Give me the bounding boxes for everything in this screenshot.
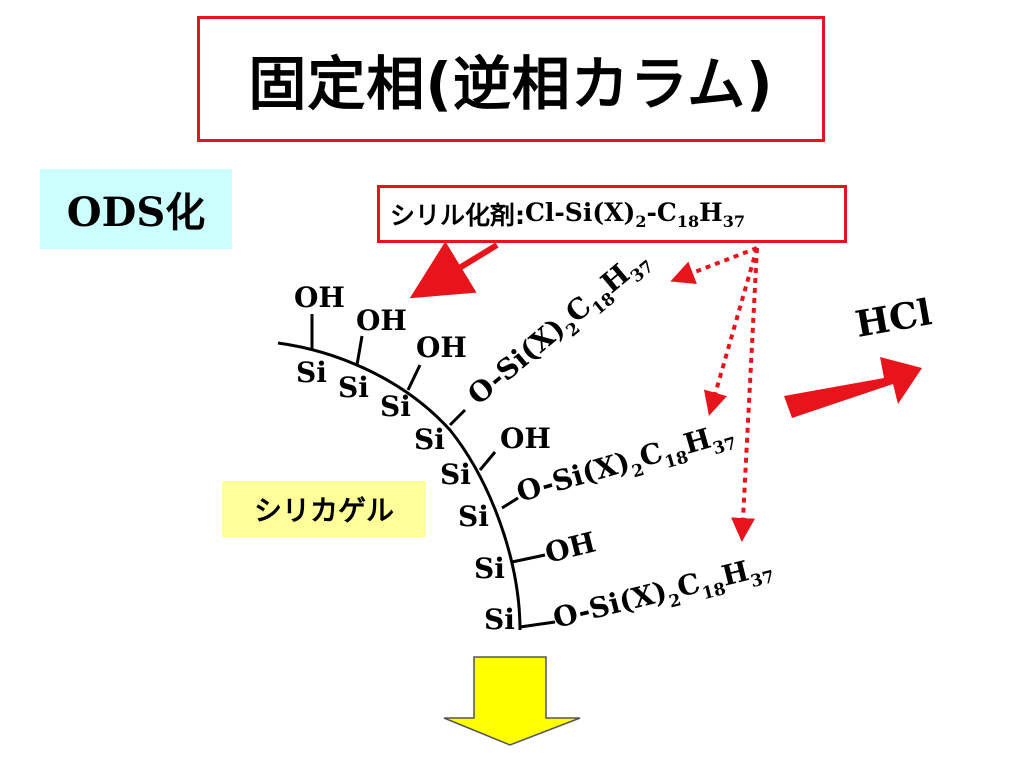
oh-group: OH (416, 331, 467, 364)
silica-label: シリカゲル (253, 494, 394, 527)
silica-surface-curve (277, 341, 522, 631)
chain-sub-37: 37 (749, 567, 777, 592)
si-atom: Si (296, 356, 327, 389)
bonds (310, 314, 556, 629)
reagent-sub-18: 18 (676, 211, 700, 231)
si-atom: Si (380, 390, 411, 423)
hcl-arrow (784, 357, 922, 418)
reagent-box: シリル化剤: Cl-Si(X)2-C18H37 (377, 185, 847, 243)
ods-label: ODS化 (66, 189, 206, 236)
reagent-sub-2: 2 (635, 211, 647, 231)
si-atom: Si (338, 371, 369, 404)
si-atom: Si (440, 458, 471, 491)
ods-label-box: ODS化 (40, 169, 232, 249)
si-atom: Si (458, 500, 489, 533)
chain-sub-37: 37 (711, 434, 739, 460)
chain-sub-2: 2 (667, 590, 683, 612)
chain-prefix: O-Si(X) (461, 311, 571, 411)
oh-group: OH (542, 525, 599, 569)
svg-text:O-Si(X)2C18H37: O-Si(X)2C18H37 (550, 549, 777, 641)
reagent-formula-main: Cl-Si(X) (525, 197, 636, 227)
oh-group: OH (356, 304, 407, 337)
chain-prefix: O-Si(X) (550, 575, 671, 635)
reagent-formula: Cl-Si(X)2-C18H37 (525, 198, 745, 231)
si-atom: Si (414, 423, 445, 456)
si-atoms: Si Si Si Si Si Si Si Si (296, 356, 515, 636)
oh-group: OH (294, 281, 345, 314)
bonded-chain-3: O-Si(X)2C18H37 (550, 549, 777, 641)
down-arrow (443, 656, 581, 746)
silica-label-box: シリカゲル (222, 481, 426, 537)
reagent-arrow (409, 241, 499, 299)
reagent-formula-c: -C (646, 197, 677, 227)
si-atom: Si (474, 552, 505, 585)
dotted-arrows (670, 246, 759, 542)
reagent-sub-37: 37 (722, 211, 745, 231)
si-atom: Si (484, 603, 515, 636)
reagent-label: シリル化剤: (390, 201, 525, 230)
oh-group: OH (500, 422, 551, 455)
hcl-label: HCl (852, 291, 934, 346)
page-title: 固定相(逆相カラム) (248, 50, 774, 118)
svg-text:O-Si(X)2C18H37: O-Si(X)2C18H37 (461, 242, 658, 416)
title-box: 固定相(逆相カラム) (197, 16, 825, 142)
bonded-chain-1: O-Si(X)2C18H37 (461, 242, 658, 416)
chain-sub-2: 2 (630, 460, 647, 482)
reagent-formula-h: H (699, 197, 723, 227)
